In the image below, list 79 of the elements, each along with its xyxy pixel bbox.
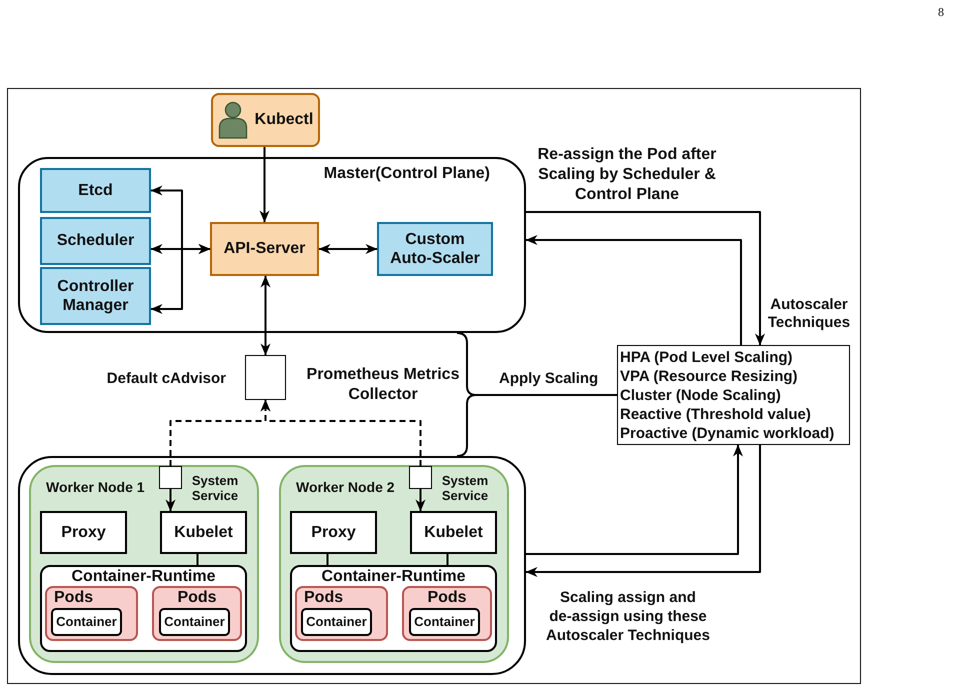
node-label: Container <box>164 614 225 630</box>
worker-cluster-panel <box>18 456 526 675</box>
user-tool-box <box>211 93 320 147</box>
list-item-text: Cluster (Node Scaling) <box>620 386 781 404</box>
component-box <box>40 168 151 213</box>
node-label: Container <box>414 614 475 630</box>
node-label: Scheduler <box>56 231 134 251</box>
container-box <box>301 608 372 636</box>
annotation-text: Scaling assign and de-assign using these Autoscaler Techniques <box>545 588 711 645</box>
node-label: Custom Auto-Scaler <box>389 230 481 268</box>
node-label: Kubelet <box>174 522 233 542</box>
control-plane-panel <box>18 157 526 333</box>
node-label: API-Server <box>224 239 306 259</box>
worker-node-panel <box>279 465 509 663</box>
side-caption: Autoscaler Techniques <box>766 296 852 332</box>
panel-title: Container-Runtime <box>72 568 216 586</box>
collector-box <box>245 355 286 400</box>
pod-panel <box>295 586 388 641</box>
double-arrow <box>150 244 210 314</box>
list-item-text: VPA (Resource Resizing) <box>620 366 798 386</box>
component-box <box>40 217 151 265</box>
side-caption: System Service <box>190 473 240 503</box>
arrow <box>416 489 426 512</box>
arrow <box>166 489 176 512</box>
arrow <box>526 444 743 555</box>
panel-title: Container-Runtime <box>322 568 466 586</box>
component-box <box>410 511 497 554</box>
dashed-arrow <box>260 400 422 466</box>
runtime-panel <box>290 565 497 652</box>
panel-title: Worker Node 2 <box>296 479 395 496</box>
pod-panel <box>402 586 492 641</box>
list-item-text: Proactive (Dynamic workload) <box>620 424 834 442</box>
panel-title: Pods <box>427 589 467 608</box>
panel-title: Pods <box>54 589 94 608</box>
node-label: Kubectl <box>254 110 314 130</box>
container-box <box>159 608 230 636</box>
panel-title: Worker Node 1 <box>46 479 145 496</box>
arrow <box>526 211 765 346</box>
node-label: Controller Manager <box>56 276 135 316</box>
pod-panel <box>152 586 242 641</box>
side-caption: System Service <box>440 473 490 503</box>
arrow <box>526 235 742 345</box>
component-box <box>40 267 151 325</box>
node-label: Kubelet <box>424 522 483 542</box>
node-label: Proxy <box>311 522 356 542</box>
annotation-text: Apply Scaling <box>499 370 598 388</box>
component-box <box>40 511 127 554</box>
node-label: Etcd <box>78 180 113 200</box>
node-label: Proxy <box>61 522 106 542</box>
list-item-text: HPA (Pod Level Scaling) <box>620 348 793 366</box>
side-caption: Prometheus Metrics Collector <box>306 365 460 405</box>
connector-line <box>326 554 328 565</box>
runtime-panel <box>40 565 247 652</box>
side-caption: Default cAdvisor <box>106 370 226 388</box>
double-arrow <box>318 244 378 254</box>
page-number: 8 <box>938 5 944 19</box>
component-box <box>160 511 247 554</box>
pod-panel <box>45 586 138 641</box>
double-arrow <box>260 276 270 356</box>
arrow <box>260 147 270 222</box>
connector-line <box>446 554 448 565</box>
node-label: Container <box>306 614 367 630</box>
panel-title: Pods <box>304 589 344 608</box>
connector-line <box>196 554 198 565</box>
panel-title: Pods <box>177 589 217 608</box>
server-box <box>210 222 319 276</box>
container-box <box>51 608 122 636</box>
component-box <box>377 222 493 276</box>
annotation-text: Re-assign the Pod after Scaling by Scheduler & Control Plane <box>536 145 718 205</box>
container-box <box>409 608 480 636</box>
techniques-list-box <box>617 345 850 445</box>
arrow <box>526 445 761 577</box>
node-label: Container <box>56 614 117 630</box>
collector-box <box>159 466 182 489</box>
worker-node-panel <box>29 465 259 663</box>
panel-title: Master(Control Plane) <box>324 165 490 184</box>
component-box <box>290 511 377 554</box>
collector-box <box>409 466 432 489</box>
list-item-text: Reactive (Threshold value) <box>620 404 811 424</box>
